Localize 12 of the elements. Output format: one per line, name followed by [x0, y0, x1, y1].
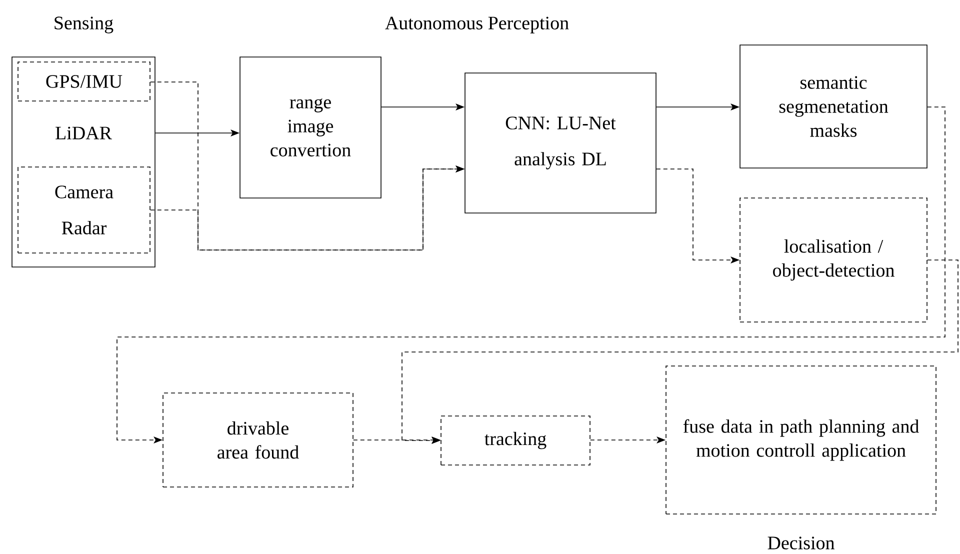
node-label: Decision — [768, 536, 834, 550]
dashed-box: tracking — [440, 416, 590, 466]
dashed-box: localisation / object-detection — [740, 198, 928, 322]
process-box: CNN: LU-Net analysis DL — [464, 72, 656, 214]
dashed-box: drivable area found — [162, 392, 354, 488]
dashed-box: GPS/IMU — [18, 62, 150, 102]
process-box: range image convertion — [240, 56, 382, 198]
dashed-box: fuse data in path planning and motion controll application — [666, 366, 936, 514]
heading: Autonomous Perception — [385, 16, 569, 34]
dashed-box: Camera Radar — [18, 166, 150, 254]
process-box: semantic segmenetation masks — [740, 44, 928, 168]
heading: Sensing — [54, 16, 114, 34]
